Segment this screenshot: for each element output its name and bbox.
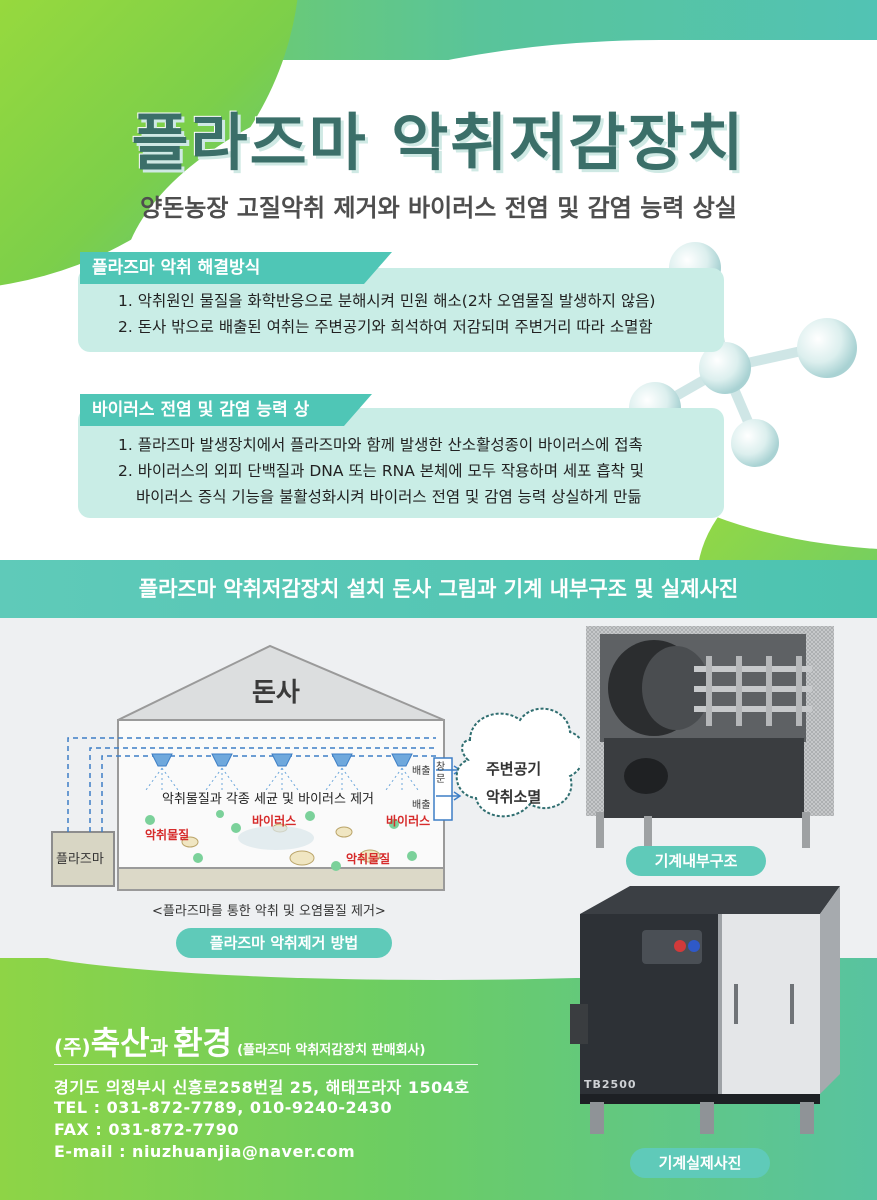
barn-label: 돈사 bbox=[252, 678, 300, 708]
section-plasma-method-tab: 플라즈마 악취 해결방식 bbox=[80, 252, 392, 284]
virus-label-1: 바이러스 bbox=[252, 814, 297, 828]
company-prefix: (주) bbox=[54, 1035, 91, 1059]
company-address: 경기도 의정부시 신흥로258번길 25, 해태프라자 1504호 bbox=[54, 1078, 470, 1097]
method-pill: 플라즈마 악취제거 방법 bbox=[176, 928, 392, 958]
machine-internal-label: 기계내부구조 bbox=[626, 846, 766, 876]
section-virus-item-1: 1. 플라즈마 발생장치에서 플라즈마와 함께 발생한 산소활성종이 바이러스에… bbox=[118, 436, 643, 454]
cloud-text-1: 주변공기 bbox=[486, 760, 542, 778]
company-name: (주)축산과 환경 (플라즈마 악취저감장치 판매회사) bbox=[54, 1018, 425, 1064]
page-subtitle: 양돈농장 고질악취 제거와 바이러스 전염 및 감염 능력 상실 bbox=[140, 194, 737, 222]
page-title: 플라즈마 악취저감장치 bbox=[131, 106, 746, 179]
plasma-box-label: 플라즈마 bbox=[56, 852, 104, 867]
company-email: E-mail : niuzhuanjia@naver.com bbox=[54, 1142, 356, 1161]
company-note: (플라즈마 악취저감장치 판매회사) bbox=[237, 1043, 426, 1058]
cloud-text-2: 악취소멸 bbox=[486, 788, 542, 806]
company-name-2: 환경 bbox=[173, 1024, 232, 1062]
company-conj: 과 bbox=[149, 1035, 168, 1059]
odor-label-2: 악취물질 bbox=[346, 852, 391, 866]
machine-photo bbox=[570, 886, 840, 1134]
section-virus-tab: 바이러스 전염 및 감염 능력 상실 bbox=[80, 394, 372, 426]
machine-model: TB2500 bbox=[584, 1078, 637, 1091]
section-banner: 플라즈마 악취저감장치 설치 돈사 그림과 기계 내부구조 및 실제사진 bbox=[0, 560, 877, 618]
company-name-1: 축산 bbox=[90, 1024, 150, 1062]
section-plasma-method-item-2: 2. 돈사 밖으로 배출된 여취는 주변공기와 희석하여 저감되며 주변거리 따… bbox=[118, 318, 653, 336]
window-label: 창문 bbox=[436, 762, 446, 785]
inner-text: 악취물질과 각종 세균 및 바이러스 제거 bbox=[162, 792, 375, 807]
company-divider bbox=[54, 1064, 478, 1065]
odor-label-1: 악취물질 bbox=[145, 828, 190, 842]
virus-label-2: 바이러스 bbox=[386, 814, 431, 828]
exhaust-label-2: 배출 bbox=[412, 800, 431, 811]
company-tel: TEL : 031-872-7789, 010-9240-2430 bbox=[54, 1098, 393, 1117]
diagram-caption: <플라즈마를 통한 악취 및 오염물질 제거> bbox=[152, 904, 386, 919]
exhaust-label-1: 배출 bbox=[412, 766, 431, 777]
company-fax: FAX : 031-872-7790 bbox=[54, 1120, 239, 1139]
machine-internal-photo bbox=[586, 626, 834, 848]
section-virus-item-2: 2. 바이러스의 외피 단백질과 DNA 또는 RNA 본체에 모두 작용하며 … bbox=[118, 462, 645, 480]
barn-diagram bbox=[51, 644, 580, 891]
section-virus-box: 1. 플라즈마 발생장치에서 플라즈마와 함께 발생한 산소활성종이 바이러스에… bbox=[78, 408, 724, 518]
section-virus-item-2-cont: 바이러스 증식 기능을 불활성화시켜 바이러스 전염 및 감염 능력 상실하게 … bbox=[136, 488, 642, 506]
section-plasma-method-item-1: 1. 악취원인 물질을 화학반응으로 분해시켜 민원 해소(2차 오염물질 발생… bbox=[118, 292, 656, 310]
machine-photo-label: 기계실제사진 bbox=[630, 1148, 770, 1178]
